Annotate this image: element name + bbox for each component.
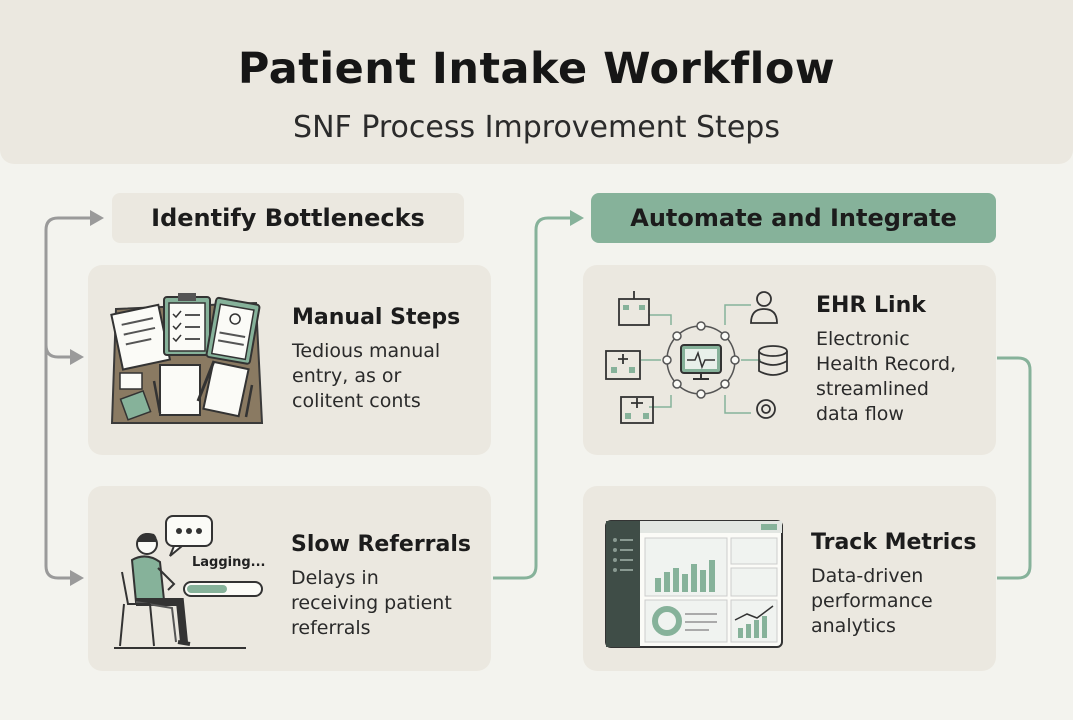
page-subtitle: SNF Process Improvement Steps — [293, 110, 780, 145]
left-flow-branch — [44, 344, 78, 359]
arrowhead-to-manual — [70, 349, 84, 365]
manual-steps-card: Manual Steps Tedious manual entry, as or… — [88, 265, 491, 455]
identify-bottlenecks-label: Identify Bottlenecks — [112, 193, 464, 243]
manual-steps-title: Manual Steps — [292, 305, 461, 330]
lagging-status-text: Lagging... — [192, 555, 266, 570]
arrowhead-to-identify — [90, 210, 104, 226]
track-metrics-description: Data-driven performance analytics — [811, 565, 933, 637]
arrowhead-to-referrals — [70, 570, 84, 586]
manual-steps-description: Tedious manual entry, as or colitent con… — [292, 340, 441, 412]
slow-referrals-card: Lagging... Slow Referrals Delays in rece… — [88, 486, 491, 671]
paperwork-desk-icon — [110, 293, 264, 424]
header-banner: Patient Intake Workflow SNF Process Impr… — [0, 0, 1073, 164]
ehr-link-title: EHR Link — [816, 293, 926, 318]
track-metrics-card: Track Metrics Data-driven performance an… — [583, 486, 996, 671]
page-title: Patient Intake Workflow — [237, 44, 836, 94]
automate-integrate-label: Automate and Integrate — [591, 193, 996, 243]
ehr-network-icon — [605, 291, 788, 424]
middle-flow-line — [493, 216, 572, 580]
waiting-person-icon — [114, 515, 263, 649]
ehr-link-card: EHR Link Electronic Health Record, strea… — [583, 265, 996, 455]
analytics-dashboard-icon — [605, 520, 783, 648]
left-flow-line — [44, 216, 90, 580]
slow-referrals-description: Delays in receiving patient referrals — [291, 567, 452, 639]
arrowhead-to-automate — [570, 210, 584, 226]
slow-referrals-title: Slow Referrals — [291, 532, 472, 557]
ehr-link-description: Electronic Health Record, streamlined da… — [816, 328, 957, 425]
track-metrics-title: Track Metrics — [811, 530, 977, 555]
right-flow-line — [997, 356, 1032, 580]
